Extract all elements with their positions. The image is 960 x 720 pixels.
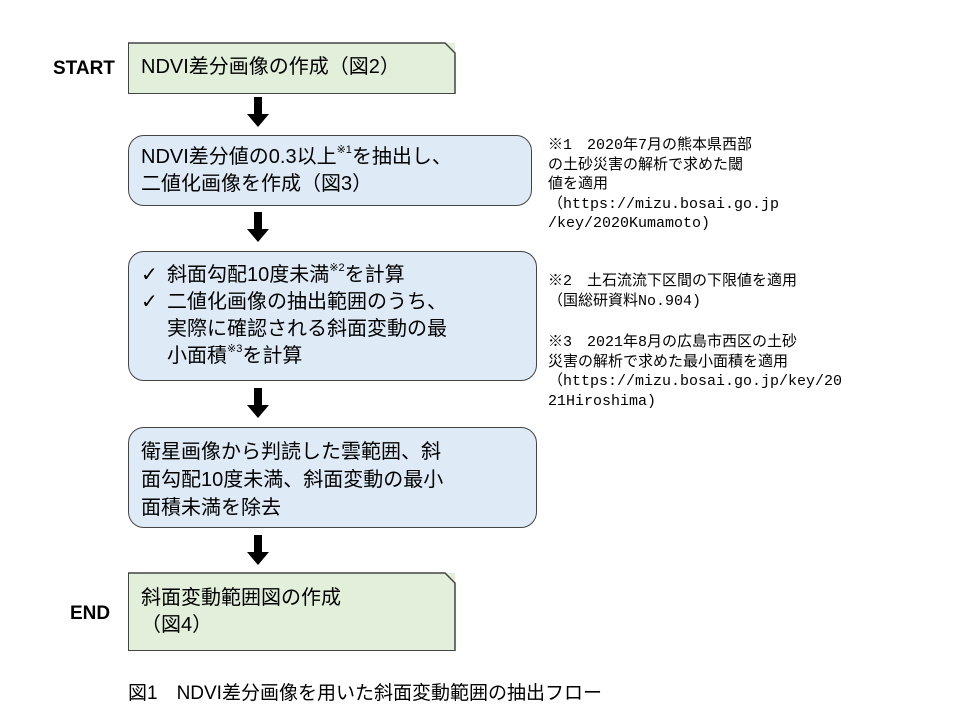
calc-item-1-b: を計算 (344, 264, 405, 286)
start-box-outline (128, 42, 456, 94)
arrow-down-icon (247, 212, 269, 242)
step-remove-box: 衛星画像から判読した雲範囲、斜 面勾配10度未満、斜面変動の最小 面積未満を除去 (128, 427, 537, 528)
footnote-ref-1: ※1 (336, 144, 352, 156)
calc-item-2-line2: 実際に確認される斜面変動の最 (167, 318, 447, 340)
calc-item-2-line1: 二値化画像の抽出範囲のうち、 (167, 291, 447, 313)
footnote-3: ※3 2021年8月の広島市西区の土砂 災害の解析で求めた最小面積を適用 （ht… (548, 334, 843, 410)
step-extract-line2: 二値化画像を作成（図3） (141, 173, 373, 195)
footnote-ref-2: ※2 (329, 262, 345, 274)
step-end-box: 斜面変動範囲図の作成 （図4） (128, 573, 455, 651)
step-remove-line3: 面積未満を除去 (141, 497, 281, 519)
step-end-line2: （図4） (141, 614, 213, 636)
footnote-1: ※1 2020年7月の熊本県西部 の土砂災害の解析で求めた閾 値を適用 （htt… (548, 137, 780, 232)
end-label: END (70, 603, 111, 624)
arrow-down-icon (247, 97, 269, 127)
step-remove-line1: 衛星画像から判読した雲範囲、斜 (141, 441, 441, 463)
start-label: START (53, 58, 115, 79)
calc-item-2-line3-b: を計算 (242, 345, 303, 367)
check-icon: ✓ (141, 291, 158, 313)
step-extract-text: NDVI差分値の0.3以上 (141, 146, 337, 168)
figure-caption: 図1 NDVI差分画像を用いた斜面変動範囲の抽出フロー (128, 683, 602, 704)
arrow-down-icon (247, 535, 269, 565)
calc-item-1: 斜面勾配10度未満 (167, 264, 330, 286)
step-extract-text-b: を抽出し、 (351, 146, 452, 168)
end-box-outline (128, 572, 456, 651)
step-extract-box: NDVI差分値の0.3以上※1を抽出し、 二値化画像を作成（図3） (128, 135, 532, 206)
calc-item-2-line3: 小面積 (167, 345, 227, 367)
check-icon: ✓ (141, 264, 158, 286)
step-calc-box: ✓斜面勾配10度未満※2を計算 ✓ 二値化画像の抽出範囲のうち、 実際に確認され… (128, 251, 537, 381)
footnote-ref-3: ※3 (227, 343, 243, 355)
step-start-box: NDVI差分画像の作成（図2） (128, 43, 455, 94)
step-start-text: NDVI差分画像の作成（図2） (141, 56, 400, 78)
step-remove-line2: 面勾配10度未満、斜面変動の最小 (141, 469, 444, 491)
step-end-line1: 斜面変動範囲図の作成 (141, 587, 341, 609)
footnote-2: ※2 土石流流下区間の下限値を適用 （国総研資料No.904) (548, 273, 798, 310)
arrow-down-icon (247, 388, 269, 418)
